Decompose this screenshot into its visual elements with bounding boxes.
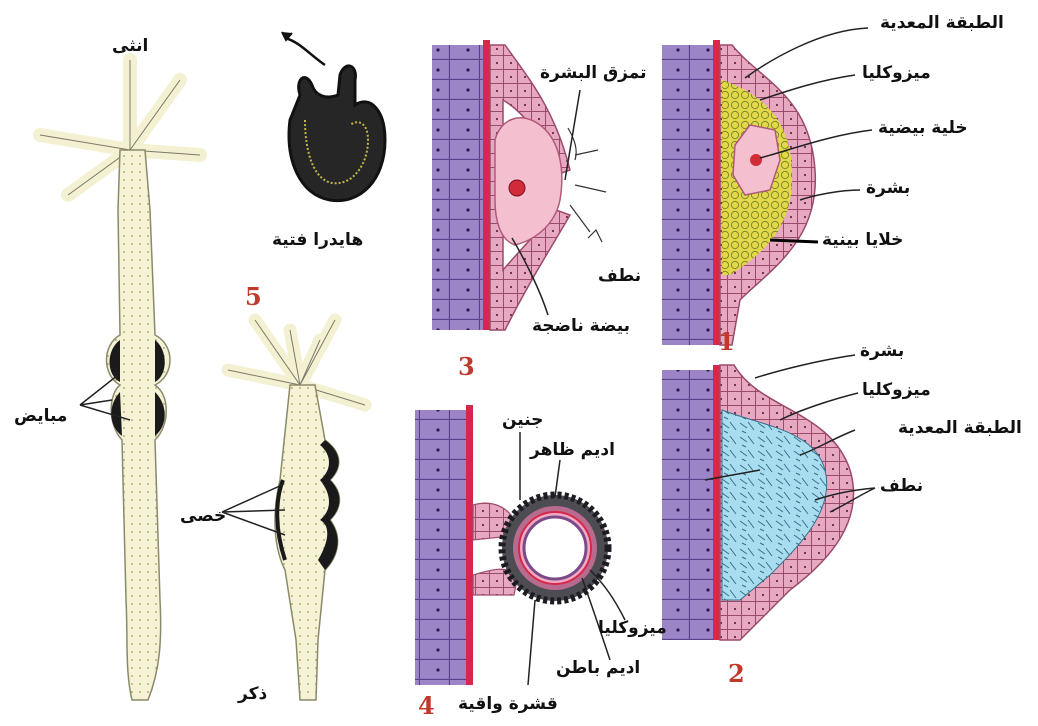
male-hydra-figure <box>222 320 365 700</box>
label-p4-endoderm: اديم باطن <box>556 660 640 677</box>
label-p4-protective-shell: قشرة واقية <box>458 696 558 713</box>
panel-2-sperm-formation <box>662 355 875 640</box>
bud-arrow <box>285 38 325 65</box>
panel-1-number: 1 <box>718 330 735 354</box>
label-p5-female: انثى <box>112 38 148 55</box>
endoderm-layer <box>432 45 484 330</box>
panel-5-hydras <box>40 32 385 700</box>
panel-3-mature-egg <box>432 40 606 330</box>
ovum-nucleus <box>509 180 525 196</box>
label-p3-mature-ovum: بيضة ناضجة <box>532 318 630 335</box>
label-p5-male: ذكر <box>238 686 267 703</box>
label-p2-mesoglea: ميزوكليا <box>862 382 931 399</box>
label-p1-mesoglea: ميزوكليا <box>862 65 931 82</box>
mesoglea-layer <box>713 365 720 640</box>
panel-5-number: 5 <box>245 285 262 309</box>
label-p1-epidermis: بشرة <box>866 180 910 197</box>
endoderm-layer <box>662 45 714 345</box>
label-p4-embryo: جنين <box>502 412 543 429</box>
young-hydra-figure <box>282 32 385 201</box>
label-p1-egg-cell: خلية بيضية <box>878 120 968 137</box>
label-p3-epidermis-rupture: تمزق البشرة <box>540 65 647 82</box>
endoderm-ring <box>524 517 586 579</box>
label-p4-ectoderm: اديم ظاهر <box>530 442 615 459</box>
label-p1-gastrodermis: الطبقة المعدية <box>880 15 1004 32</box>
endoderm-layer <box>415 410 467 685</box>
label-p2-epidermis: بشرة <box>860 343 904 360</box>
mesoglea-layer <box>466 405 473 685</box>
label-p2-gastrodermis: الطبقة المعدية <box>898 420 1022 437</box>
panel-3-sperm-arrows <box>568 128 606 242</box>
label-p5-ovaries: مبايض <box>14 408 67 425</box>
label-p4-mesoglea: ميزوكليا <box>598 620 667 637</box>
interstitial-pointer <box>770 240 818 242</box>
label-p1-interstitial: خلايا بينية <box>822 232 903 249</box>
panel-2-number: 2 <box>728 662 745 686</box>
label-p2-sperm: نطف <box>880 478 923 495</box>
mesoglea-layer <box>713 40 720 345</box>
egg-nucleus <box>750 154 762 166</box>
label-p3-sperm: نطف <box>598 268 641 285</box>
panel-4-number: 4 <box>418 694 435 718</box>
panel-1-egg-formation <box>662 28 872 345</box>
panel-3-number: 3 <box>458 355 475 379</box>
mesoglea-layer <box>483 40 490 330</box>
label-p5-testes: خصى <box>180 508 226 525</box>
endoderm-layer <box>662 370 714 640</box>
label-p5-young-hydra: هايدرا فتية <box>272 232 363 249</box>
female-hydra-figure <box>40 60 200 700</box>
